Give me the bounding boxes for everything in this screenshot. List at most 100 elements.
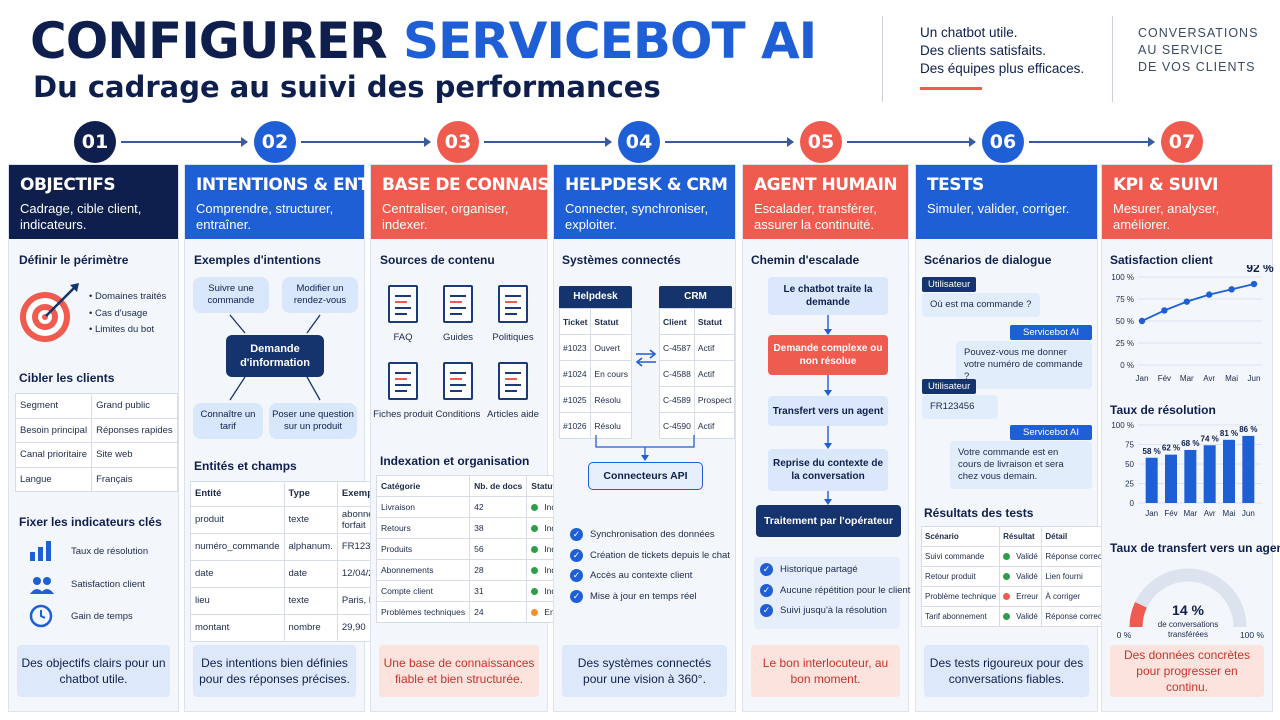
table-cell: Besoin principal (14, 417, 93, 443)
status-label: Validé (1016, 572, 1038, 581)
step-connector (847, 138, 976, 146)
column-summary: Des tests rigoureux pour des conversatio… (924, 645, 1089, 697)
status-cell: Erreur (999, 586, 1043, 607)
y-tick-label: 25 (1125, 480, 1134, 489)
table-row: Retours38Indexé (375, 517, 583, 539)
x-tick-label: Fév (1158, 374, 1171, 383)
column-summary: Des objectifs clairs pour un chatbot uti… (17, 645, 170, 697)
x-tick-label: Jan (1145, 509, 1158, 518)
scope-label: Domaines traités (94, 291, 167, 302)
table-cell: Ouvert (590, 334, 632, 361)
check-label: Aucune répétition pour le client (780, 584, 911, 596)
helpdesk-title: Helpdesk (559, 286, 632, 308)
user-message: Où est ma commande ? (922, 293, 1040, 317)
table-cell: Prospect (693, 386, 736, 413)
column-summary: Des données concrètes pour progresser en… (1110, 645, 1264, 697)
table-cell: produit (190, 505, 285, 534)
step-connector (665, 138, 794, 146)
flow-arrows (824, 315, 832, 505)
table-cell: Résolu (590, 412, 632, 439)
section-title: Indexation et organisation (380, 454, 530, 468)
table-cell: Produits (375, 538, 471, 560)
check-label: Suivi jusqu'à la résolution (780, 605, 887, 616)
check-label: Mise à jour en temps réel (590, 590, 697, 602)
intent-pill: Poser une question sur un produit (269, 403, 357, 439)
table-cell: montant (190, 613, 285, 642)
check-icon: ✓ (570, 548, 583, 562)
scope-item: • Domaines traités (89, 291, 166, 302)
section-title: Résultats des tests (924, 506, 1034, 520)
section-title: Définir le périmètre (19, 253, 129, 267)
column-header-cell: Ticket (558, 308, 592, 335)
table-cell: numéro_commande (190, 532, 285, 561)
page-title: CONFIGURER SERVICEBOT AI (30, 12, 817, 70)
table-cell: Suivi commande (920, 546, 1001, 567)
check-label: Historique partagé (780, 564, 858, 575)
y-tick-label: 75 (1125, 441, 1134, 450)
section-title: Chemin d'escalade (751, 253, 860, 267)
indicator-label: Gain de temps (71, 611, 133, 622)
flow-arrowhead (824, 443, 832, 449)
table-cell: 56 (469, 538, 528, 560)
column-header-cell: Entité (190, 481, 285, 507)
table-cell: Français (91, 466, 178, 492)
y-tick-label: 50 (1125, 460, 1134, 469)
escalation-checks-panel (754, 557, 900, 629)
bar (1145, 457, 1158, 503)
bullet-icon: • (89, 324, 95, 335)
scope-label: Cas d'usage (94, 307, 148, 319)
document-icon (443, 285, 473, 323)
bot-message: Votre commande est en cours de livraison… (950, 441, 1092, 489)
column-summary: Le bon interlocuteur, au bon moment. (751, 645, 900, 697)
table-cell: Segment (14, 393, 93, 419)
column-summary: Des systèmes connectés pour une vision à… (562, 645, 727, 697)
step-connector (121, 138, 248, 146)
y-tick-label: 25 % (1116, 339, 1134, 348)
y-tick-label: 75 % (1116, 295, 1134, 304)
bar-value-label: 74 % (1201, 434, 1219, 443)
document-icon (498, 362, 528, 400)
section-title: Sources de contenu (380, 253, 495, 267)
table-cell: alphanum. (283, 532, 338, 561)
x-tick-label: Jun (1248, 374, 1261, 383)
gauge-caption: transférées (1168, 630, 1208, 639)
table-cell: Résolu (590, 386, 632, 413)
flow-step: Transfert vers un agent (768, 396, 888, 426)
user-badge: Utilisateur (922, 379, 977, 394)
flow-step: Demande complexe ou non résolue (768, 335, 888, 375)
table-cell: date (283, 559, 338, 588)
table-cell: Retours (375, 517, 471, 539)
step-connector (301, 138, 431, 146)
bar (1223, 439, 1235, 503)
gauge-track (1129, 568, 1247, 628)
status-dot-icon (1003, 613, 1011, 621)
table-cell: Problèmes techniques (375, 601, 471, 623)
table-cell: Abonnements (375, 559, 471, 581)
table-row: Compte client31Indexé (375, 580, 583, 602)
table-row: Produits56Indexé (375, 538, 583, 560)
bar-value-label: 62 % (1162, 444, 1180, 453)
table-cell: Actif (693, 334, 736, 361)
table-cell: Réponse correcte (1041, 606, 1113, 627)
bar-chart-icon (30, 541, 51, 561)
x-tick-label: Mar (1180, 374, 1194, 383)
column-summary: Des intentions bien définies pour des ré… (193, 645, 356, 697)
line-point (1206, 291, 1213, 298)
x-tick-label: Avr (1204, 509, 1216, 518)
